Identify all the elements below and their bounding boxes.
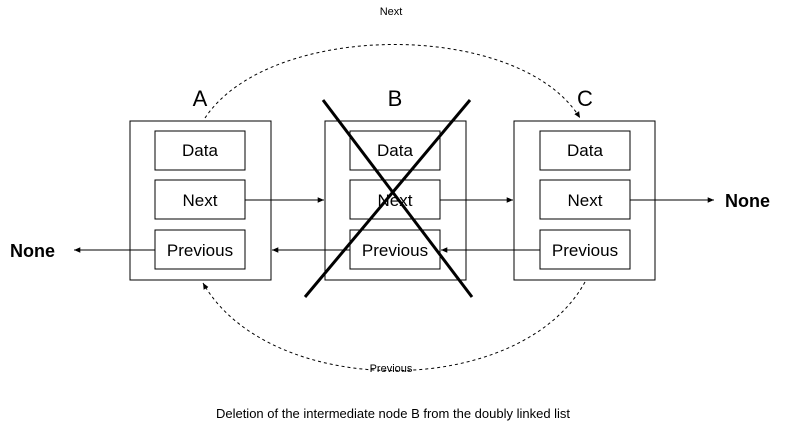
node-b-data-field	[349, 130, 441, 171]
node-a: A Data Next Previous	[129, 86, 272, 281]
bypass-next-label: Next	[380, 6, 403, 18]
none-left-label: None	[10, 241, 55, 261]
diagram-caption: Deletion of the intermediate node B from…	[216, 406, 570, 421]
node-c-data-label: Data	[567, 141, 603, 160]
node-a-data-label: Data	[182, 141, 218, 160]
node-a-previous-field	[154, 229, 246, 270]
node-a-previous-label: Previous	[167, 241, 233, 260]
node-c-title: C	[577, 86, 593, 111]
node-a-data-field	[154, 130, 246, 171]
node-c-previous-field	[539, 229, 631, 270]
none-right-label: None	[725, 191, 770, 211]
bypass-next-arc	[204, 44, 581, 119]
node-b-title: B	[388, 86, 403, 111]
node-b: B Data Next Previous	[324, 86, 467, 281]
node-c-next-label: Next	[568, 191, 603, 210]
delete-cross-line-2	[303, 99, 472, 298]
node-a-next-field	[154, 179, 246, 220]
node-a-next-label: Next	[183, 191, 218, 210]
node-c-data-field	[539, 130, 631, 171]
node-b-data-label: Data	[377, 141, 413, 160]
node-a-title: A	[193, 86, 208, 111]
node-c-previous-label: Previous	[552, 241, 618, 260]
node-c: C Data Next Previous	[513, 86, 656, 281]
bypass-previous-label: Previous	[370, 363, 413, 375]
bypass-previous-arc	[202, 281, 586, 371]
delete-cross-line-1	[321, 99, 474, 298]
node-b-previous-label: Previous	[362, 241, 428, 260]
